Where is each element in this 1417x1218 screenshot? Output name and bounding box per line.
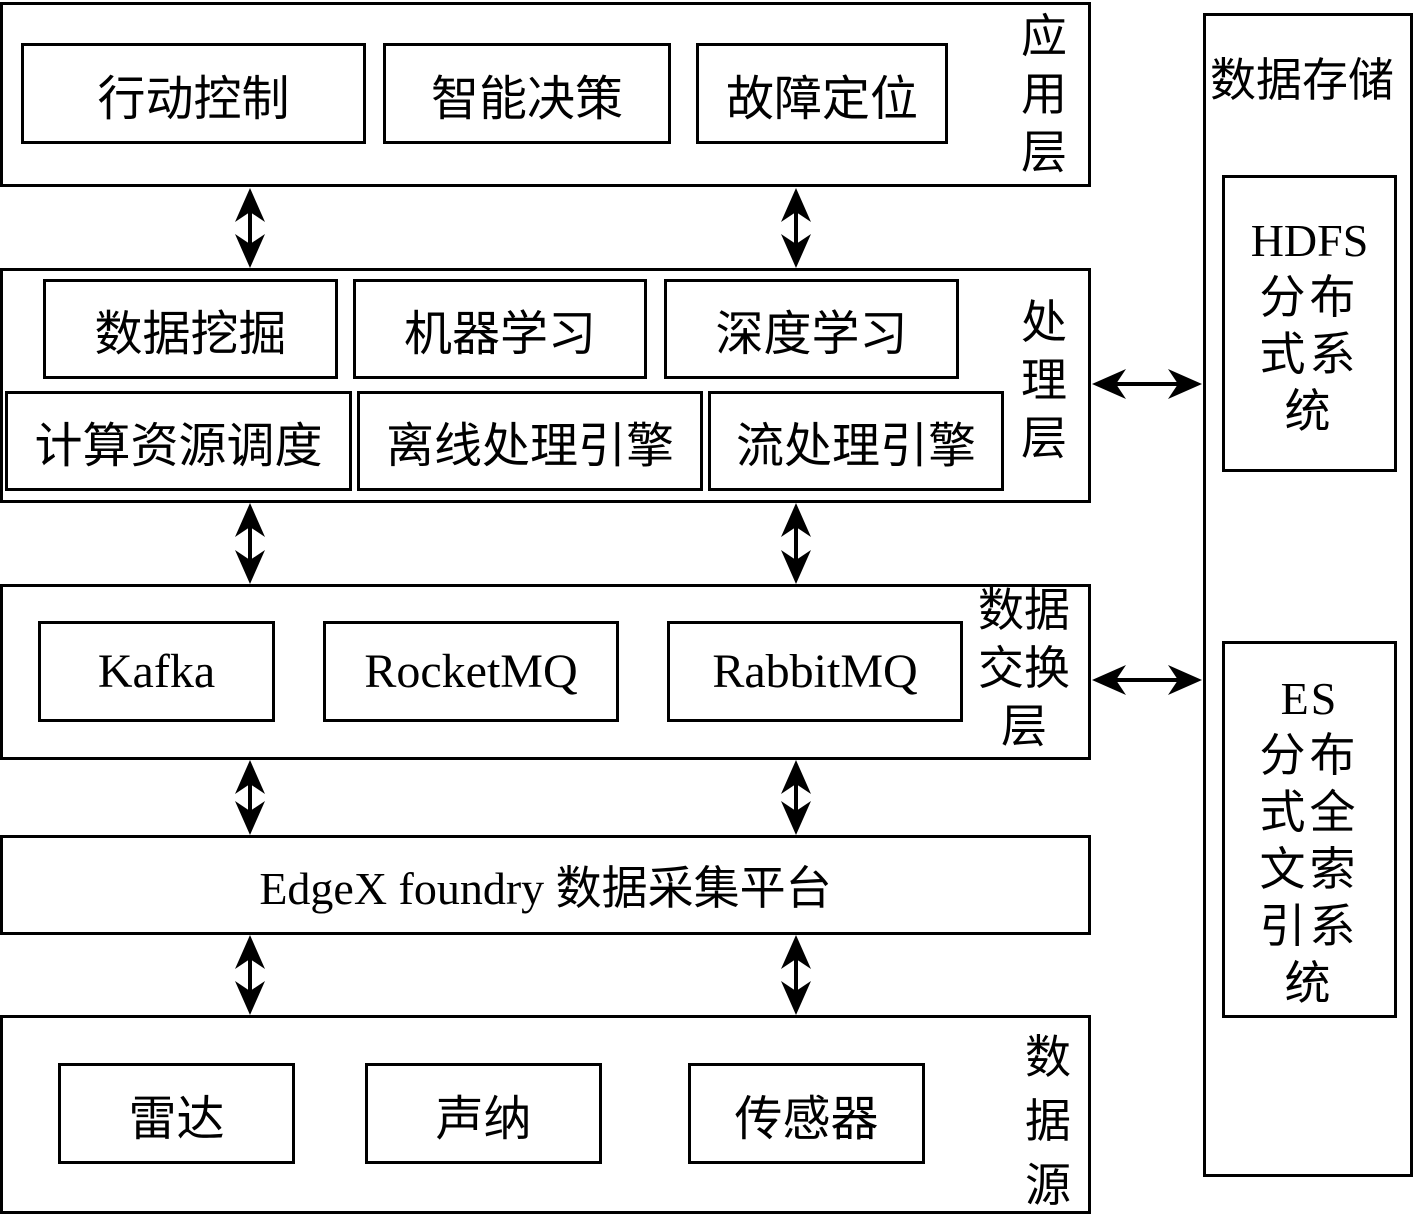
arrow-processing-storage — [1092, 369, 1202, 399]
source-layer-label: 数 据 源 — [1025, 1032, 1071, 1211]
application-layer-label: 应 用 层 — [1021, 11, 1067, 178]
arrow-collection-source-left — [235, 935, 265, 1015]
exchange-layer-label: 数据 交换 层 — [978, 585, 1070, 752]
app-item-intelligent-decision: 智能决策 — [383, 43, 671, 144]
exchange-item-rabbitmq: RabbitMQ — [667, 621, 963, 722]
storage-hdfs: HDFS 分布 式系 统 — [1222, 175, 1397, 472]
proc-item-compute-scheduling: 计算资源调度 — [5, 391, 352, 491]
arrow-exchange-storage — [1092, 665, 1202, 695]
proc-item-offline-engine: 离线处理引擎 — [357, 391, 703, 491]
storage-es: ES 分布 式全 文索 引系 统 — [1222, 641, 1397, 1018]
proc-item-deep-learning: 深度学习 — [664, 279, 959, 379]
storage-title: 数据存储 — [1210, 55, 1394, 106]
source-item-sonar: 声纳 — [365, 1063, 602, 1164]
proc-item-machine-learning: 机器学习 — [353, 279, 647, 379]
proc-item-stream-engine: 流处理引擎 — [708, 391, 1004, 491]
app-item-fault-location: 故障定位 — [696, 43, 948, 144]
source-item-radar: 雷达 — [58, 1063, 295, 1164]
storage-panel — [1203, 13, 1413, 1177]
processing-layer-label: 处 理 层 — [1021, 297, 1067, 464]
app-item-action-control: 行动控制 — [21, 43, 366, 144]
arrow-processing-exchange-right — [781, 503, 811, 584]
arrow-app-processing-right — [781, 188, 811, 268]
collection-platform: EdgeX foundry 数据采集平台 — [0, 835, 1091, 935]
source-item-sensor: 传感器 — [688, 1063, 925, 1164]
arrow-app-processing-left — [235, 188, 265, 268]
arrow-collection-source-right — [781, 935, 811, 1015]
exchange-item-rocketmq: RocketMQ — [323, 621, 619, 722]
exchange-item-kafka: Kafka — [38, 621, 275, 722]
arrow-processing-exchange-left — [235, 503, 265, 584]
arrow-exchange-collection-left — [235, 760, 265, 835]
proc-item-data-mining: 数据挖掘 — [43, 279, 338, 379]
arrow-exchange-collection-right — [781, 760, 811, 835]
